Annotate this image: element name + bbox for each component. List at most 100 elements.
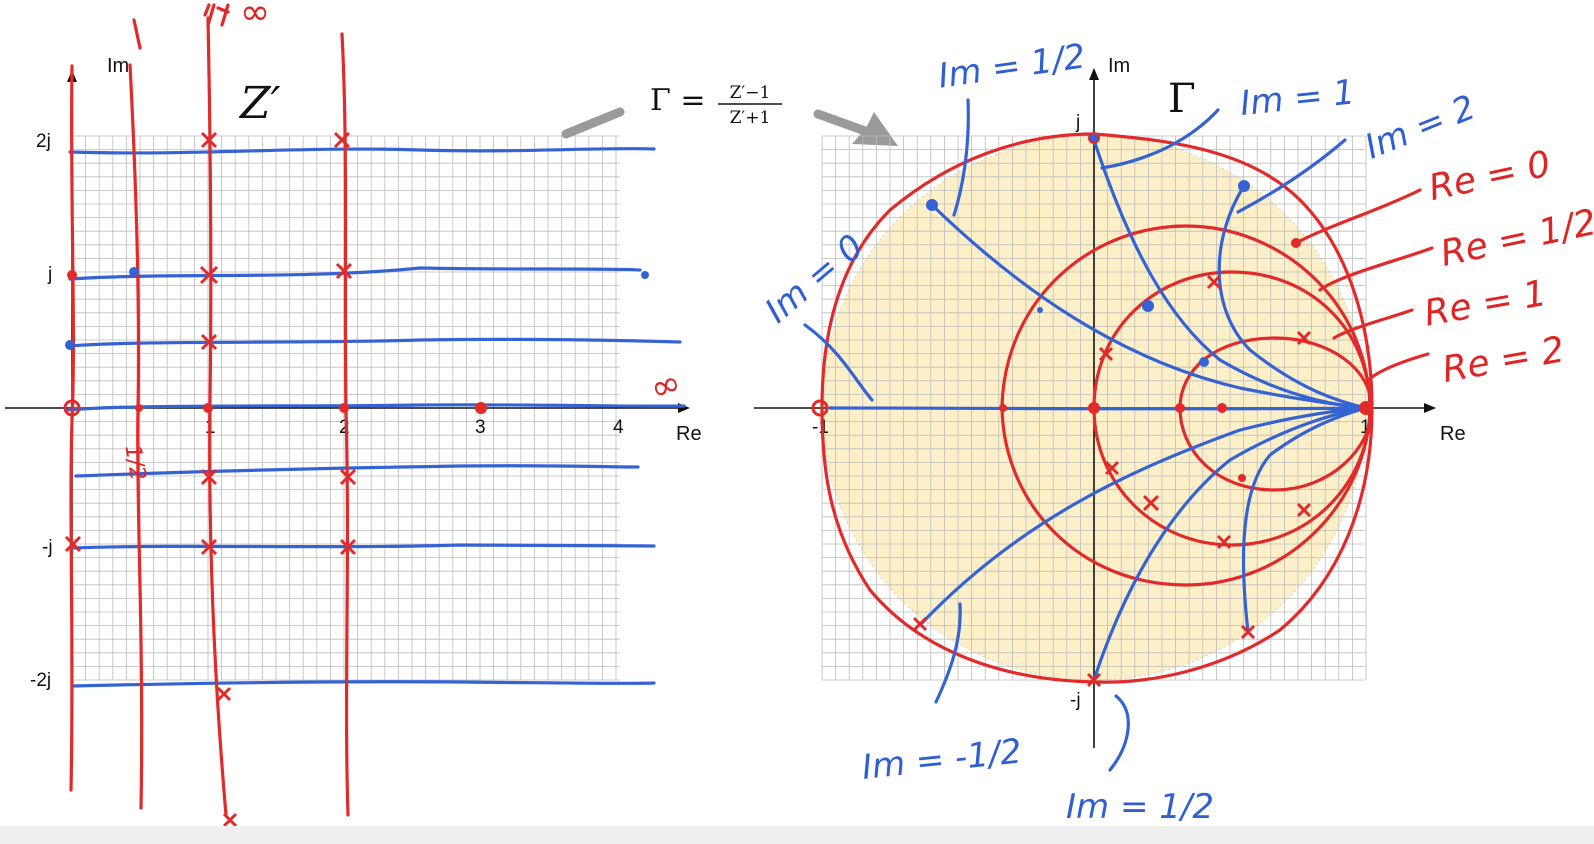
left-im-label: Im — [107, 55, 129, 77]
marker-x — [335, 262, 353, 280]
constant-im-arcs — [828, 138, 1368, 682]
dot — [1199, 357, 1209, 367]
marker-x — [216, 686, 232, 702]
formula-lhs: Γ = — [650, 83, 706, 118]
dot — [1088, 402, 1100, 414]
im-line-half — [66, 337, 682, 348]
marker-x — [912, 616, 928, 632]
dot-one — [1359, 401, 1373, 415]
im-arc-2 — [1217, 184, 1368, 410]
leader-im-half-bottom — [1108, 694, 1130, 772]
marker-x — [200, 333, 218, 351]
re-circle-2 — [1178, 336, 1374, 492]
re-line-half-top-stub — [132, 18, 142, 50]
mapping-formula: Γ = Z′−1 Z′+1 — [561, 83, 898, 146]
tick-x-4: 4 — [613, 417, 624, 438]
marker-x — [333, 131, 351, 149]
marker-x — [1296, 330, 1312, 346]
im-line-0 — [64, 403, 686, 412]
right-imag-arrow — [1089, 68, 1099, 80]
dot — [203, 403, 213, 413]
dot — [1090, 134, 1098, 142]
formula-left-stroke — [561, 107, 625, 139]
leader-im-half-top — [952, 98, 970, 217]
right-markers — [811, 132, 1373, 482]
bottom-strip — [0, 826, 1594, 844]
marker-x — [200, 538, 218, 556]
label-neg-j: -j — [1070, 690, 1081, 711]
marker-x — [1104, 460, 1120, 476]
left-intersection-markers — [64, 131, 357, 828]
im-line-2 — [68, 146, 656, 155]
left-dots — [63, 267, 487, 417]
label-one: 1 — [1360, 417, 1371, 438]
leader-re-two — [1366, 352, 1430, 382]
right-im-label: Im — [1108, 55, 1130, 77]
marker-x — [200, 468, 218, 486]
dot — [65, 340, 75, 350]
re-circle-1 — [1092, 270, 1372, 547]
dot — [1037, 307, 1043, 313]
leader-re-one — [1332, 308, 1414, 340]
marker-x — [1086, 672, 1102, 688]
half-fraction-label: 1/2 — [119, 443, 150, 482]
im-line-neg-1 — [72, 543, 656, 550]
marker-x — [199, 265, 219, 285]
left-re-label: Re — [676, 423, 702, 445]
label-j: j — [1075, 112, 1080, 133]
dot — [1238, 474, 1246, 482]
im-line-neg-2 — [70, 680, 656, 688]
dot — [1217, 403, 1227, 413]
tick-x-2: 2 — [339, 417, 350, 438]
leader-im-neg-half — [934, 602, 962, 704]
infinity-top-label: ∞ — [240, 0, 270, 33]
formula-arrow-head — [852, 112, 898, 146]
tick-x-3: 3 — [475, 417, 486, 438]
right-plane-title: Γ — [1168, 76, 1196, 122]
marker-x — [1296, 502, 1312, 518]
marker-x — [1206, 274, 1222, 290]
im-arc-neg-half — [918, 406, 1368, 627]
re-line-1 — [206, 16, 228, 817]
marker-x — [339, 468, 357, 486]
dot-neg-one — [811, 399, 829, 417]
blue-leader-lines — [803, 98, 1347, 772]
right-grid — [821, 135, 1367, 681]
left-plane-title: Z′ — [238, 78, 281, 129]
im-arc-neg-1 — [1092, 406, 1368, 682]
re-circle-half — [1000, 224, 1372, 587]
tick-neg-j: -j — [42, 537, 53, 558]
tick-neg-2j: -2j — [30, 670, 51, 691]
dot — [1142, 300, 1154, 312]
label-im-half-top: Im = 1/2 — [936, 36, 1088, 96]
dot — [1175, 403, 1185, 413]
dot — [339, 403, 349, 413]
tick-j: j — [47, 264, 52, 285]
right-x-markers — [912, 274, 1312, 688]
dot — [129, 267, 139, 277]
dot — [135, 404, 143, 412]
leader-re-zero — [1294, 188, 1422, 245]
marker-x — [222, 812, 238, 828]
formula-denominator: Z′+1 — [730, 108, 771, 128]
label-neg-one: -1 — [812, 417, 829, 438]
marker-x — [1240, 624, 1256, 640]
leader-re-half — [1318, 246, 1434, 292]
marker-x — [339, 538, 357, 556]
im-arc-neg-2 — [1241, 406, 1368, 634]
dot — [999, 404, 1007, 412]
red-leader-lines — [1294, 188, 1434, 382]
label-re-half: Re = 1/2 — [1437, 202, 1594, 275]
im-line-end-dot — [641, 271, 649, 279]
marker-x — [200, 131, 218, 149]
im-arc-1 — [1092, 138, 1368, 410]
dot — [475, 402, 487, 414]
right-real-arrow — [1424, 403, 1436, 413]
marker-x — [1216, 534, 1232, 550]
dot — [67, 270, 77, 280]
right-re-label: Re — [1440, 423, 1466, 445]
formula-numerator: Z′−1 — [730, 83, 771, 103]
leader-im-zero — [803, 323, 874, 402]
